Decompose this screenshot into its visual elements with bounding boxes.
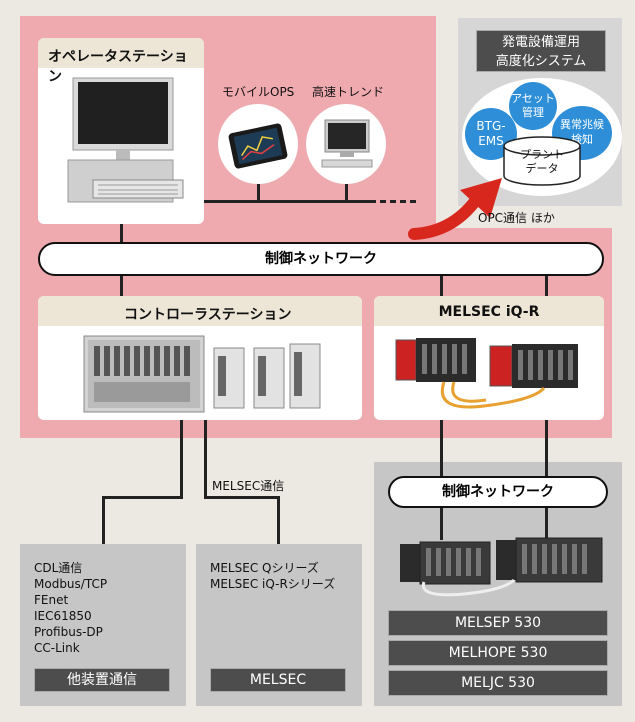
bus-dashed-line [380, 200, 416, 203]
advanced-system-title-line1: 発電設備運用 [501, 35, 580, 50]
iqr-plc-image [395, 338, 578, 409]
iqr-down-line-right [545, 420, 548, 476]
melsec-comm-label: MELSEC通信 [212, 479, 285, 493]
iqr-drop-line-right [545, 276, 548, 296]
melsec-drop-line [277, 496, 280, 544]
other-devices-item: CC-Link [34, 641, 80, 655]
product-bar-melhope: MELHOPE 530 [388, 640, 608, 666]
melsec-series-list: MELSEC Qシリーズ MELSEC iQ-Rシリーズ [210, 560, 335, 592]
control-network-bus: 制御ネットワーク [38, 242, 604, 276]
opc-label: OPC通信 ほか [478, 211, 555, 225]
advanced-system-title-box: 発電設備運用 高度化システム [476, 30, 606, 72]
operator-station-panel: オペレータステーション [38, 38, 204, 224]
sub-network-plc-image [400, 537, 603, 597]
tablet-icon [228, 123, 288, 169]
mobile-ops-circle [218, 104, 298, 184]
controller-station-title: コントローラステーション [38, 296, 362, 326]
sub-network-drop-line-left [440, 508, 443, 540]
mobile-ops-label: モバイルOPS [222, 85, 295, 99]
melsec-horizontal-line [204, 496, 280, 499]
other-devices-horizontal-line [102, 496, 183, 499]
sub-control-network-bus: 制御ネットワーク [388, 476, 608, 508]
other-devices-item: FEnet [34, 593, 69, 607]
asset-management-bubble: アセット 管理 [509, 82, 557, 130]
operator-station-drop-line [120, 224, 123, 246]
operator-station-title: オペレータステーション [38, 38, 204, 85]
plant-data-label: プラント データ [520, 148, 564, 175]
melsec-iqr-title: MELSEC iQ-R [374, 296, 604, 326]
controller-drop-line [120, 276, 123, 296]
monitor-icon [321, 119, 373, 168]
iqr-drop-line-left [440, 276, 443, 296]
product-bar-melsep: MELSEP 530 [388, 610, 608, 636]
controller-station-panel: コントローラステーション [38, 296, 362, 420]
trend-circle [306, 104, 386, 184]
product-bar-meljc: MELJC 530 [388, 670, 608, 696]
other-devices-list: CDL通信 Modbus/TCP FEnet IEC61850 Profibus… [34, 560, 107, 656]
controller-down-line-left [180, 420, 183, 498]
workstation-image [67, 77, 184, 203]
advanced-system-title-line2: 高度化システム [495, 54, 587, 69]
melsec-series-item: MELSEC Qシリーズ [210, 561, 319, 575]
trend-label: 高速トレンド [312, 85, 385, 99]
other-devices-item: Profibus-DP [34, 625, 103, 639]
operator-bus-line [204, 200, 376, 203]
other-devices-footer: 他装置通信 [34, 668, 170, 692]
other-devices-drop-line [102, 496, 105, 544]
iqr-down-line-left [440, 420, 443, 476]
trend-drop-line [345, 184, 348, 201]
sub-network-drop-line-right [545, 508, 548, 540]
plant-data-cylinder [503, 136, 581, 186]
melsec-iqr-panel: MELSEC iQ-R [374, 296, 604, 420]
controller-down-line-right [204, 420, 207, 498]
controller-hardware-image [83, 335, 321, 413]
other-devices-item: IEC61850 [34, 609, 92, 623]
opc-red-arrow [408, 178, 502, 240]
mobile-drop-line [257, 184, 260, 201]
other-devices-item: Modbus/TCP [34, 577, 108, 591]
other-devices-item: CDL通信 [34, 561, 83, 575]
melsec-series-footer: MELSEC [210, 668, 346, 692]
melsec-series-item: MELSEC iQ-Rシリーズ [210, 577, 336, 591]
